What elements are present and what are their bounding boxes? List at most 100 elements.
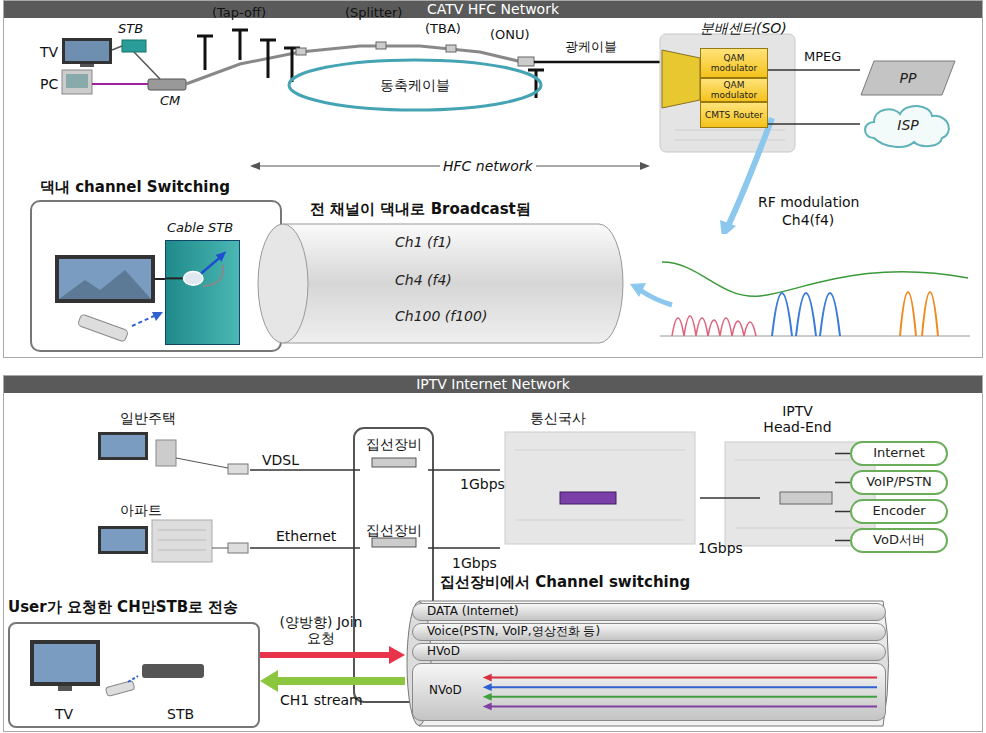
fiber-line [534,61,662,64]
user-equipment [105,681,134,697]
broadcast-cylinder [258,224,308,343]
house-equipment [101,435,145,457]
node-label: 아파트 [120,502,162,518]
aggregation-device [372,538,416,547]
broadcast-cylinder: 전 채널이 댁내로 Broadcast됨Ch1 (f1)Ch4 (f4)Ch10… [255,222,625,345]
node-label: Encoder [872,504,925,519]
service-pipe: 집선장비에서 Channel switchingDATA (Internet)V… [405,600,895,727]
service-band [491,678,877,707]
house-equipment [156,440,176,466]
service-cloud: Encoder [850,499,948,524]
cable-stb: Cable STB [165,240,240,345]
connector-label: (양방향) Join 요청 [279,614,363,646]
user-equipment [58,686,72,691]
apartment-equipment [152,520,212,562]
part-label: (Tap-off) [212,6,266,21]
connector [700,498,760,499]
node-label: Cable STB [167,221,233,236]
node-label: Voice(PSTN, VoIP,영상전화 등) [427,625,600,639]
house-equipment [228,464,248,474]
service-band [491,677,877,679]
isp-cloud: ISP [860,100,956,150]
service-band [483,703,492,711]
cable-stb [201,257,220,274]
pp-box: PP [860,60,956,96]
connector [428,548,500,549]
center-label: 분배센터(SO) [700,20,787,36]
connector [835,540,850,542]
distribution-center: 분배센터(SO)QAM modulatorQAM modulatorCMTS R… [655,40,795,152]
connector [835,511,850,513]
service-band [483,674,492,682]
connector [835,511,850,512]
stb-icon [122,40,146,52]
cable-label: 동축케이블 [380,77,450,93]
node-label: VoIP/PSTN [866,475,932,490]
service-cloud: VoIP/PSTN [850,470,948,495]
cmts-router: CMTS Router [700,102,768,128]
broadcast-arrow [640,290,672,305]
user-equipment [30,640,204,696]
connector-label: 1Gbps [698,540,743,556]
connector [835,540,850,541]
service-band: DATA (Internet) [412,603,886,621]
part-label: PC [40,76,58,92]
apartment-equipment [98,520,248,562]
apartment-equipment [228,543,248,553]
cable-stb [184,272,203,286]
spectrum-chart [772,293,840,336]
headend-building [780,492,832,504]
so-building [660,34,795,152]
channel-label: Ch1 (f1) [395,234,452,250]
house-equipment [98,432,148,460]
node-label: HVoD [427,645,460,659]
channel-label: Ch4 (f4) [395,272,452,288]
tap-device [376,42,386,49]
coax-line [186,46,522,84]
iptv-headend: IPTV Head-End [760,403,835,550]
cable-modem [148,79,186,90]
connector [250,548,360,549]
central-office-building [505,432,695,544]
part-label: 광케이블 [565,40,617,55]
isp-cloud [865,106,949,147]
device-label: STB [167,706,194,722]
part-label: RF modulation [758,194,859,210]
broadcast-arrow [630,283,672,305]
home-switch-box: 댁내 channel SwitchingCable STB [30,200,282,352]
spectrum-chart [652,234,972,348]
home-tv [59,259,151,299]
tv-icon [62,38,112,67]
part-label: TV [40,44,58,60]
tv-icon [62,38,112,64]
connector [835,482,850,483]
hfc-span-arrow [250,162,260,170]
apartment-equipment [158,530,206,550]
node-label: 통신국사 [530,410,586,426]
service-band [491,686,877,688]
node-label: IPTV Head-End [760,403,835,435]
service-band: HVoD [412,643,886,661]
so-building [662,50,700,108]
tap-device [446,45,456,52]
connector [768,124,860,125]
node-label: Internet [873,446,925,461]
part-label: STB [118,22,143,37]
tap-device [296,48,306,55]
fiber-line [534,62,662,63]
node-label: 일반주택 [120,410,176,426]
broadcast-arrow [630,283,646,297]
connector [260,670,278,692]
coax-ring: 동축케이블 [287,58,543,112]
cable-stb [216,251,227,262]
aggregation-switch: 집선장비 [360,522,428,560]
user-equipment [128,676,138,682]
house-equipment [98,432,248,474]
connector [835,453,850,454]
hfc-span-arrow [640,162,650,170]
node-label: 집선장비 [360,522,428,538]
central-office-building [560,492,616,504]
connector [250,547,360,549]
qam-modulator: QAM modulator [700,78,768,102]
spectrum-chart [652,234,972,348]
